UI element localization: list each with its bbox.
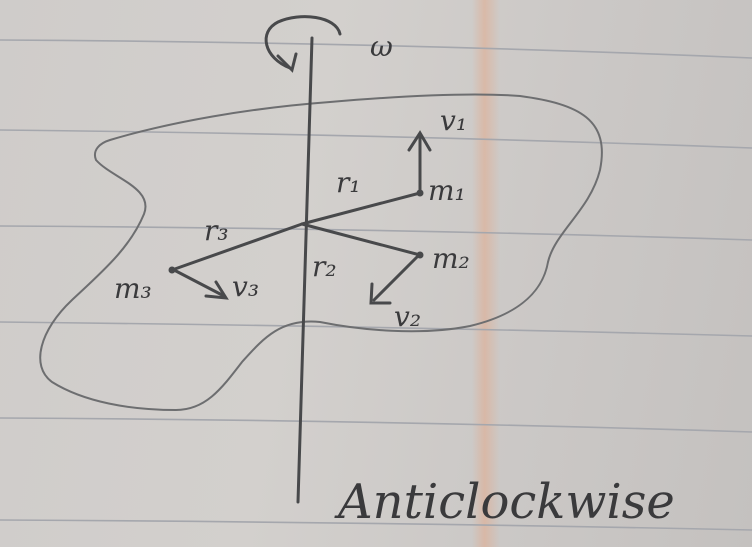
r2-label: r₂: [312, 250, 337, 283]
r1-label: r₁: [336, 166, 361, 199]
rotation-arrow-icon: [264, 15, 342, 73]
m3-label: m₃: [114, 272, 152, 305]
r1-vector: [300, 191, 422, 226]
r2-vector: [300, 222, 422, 257]
v3-arrow-icon: [172, 268, 229, 300]
m2-label: m₂: [432, 242, 470, 275]
v1-arrow-icon: [407, 130, 432, 192]
v1-label: v₁: [440, 104, 467, 137]
direction-label: Anticlockwise: [334, 474, 675, 530]
omega-label: ω: [370, 30, 393, 63]
v2-arrow-icon: [369, 254, 420, 305]
v2-label: v₂: [394, 300, 421, 333]
mass-point-m3: [168, 266, 176, 274]
mass-point-m1: [416, 189, 424, 197]
body-outline: [39, 93, 603, 412]
rotation-axis: [296, 36, 314, 504]
ruled-lines: [0, 39, 752, 531]
margin-line: [472, 0, 500, 547]
r3-vector: [170, 222, 304, 272]
m1-label: m₁: [428, 174, 466, 207]
v3-label: v₃: [232, 270, 259, 303]
r3-label: r₃: [204, 214, 229, 247]
